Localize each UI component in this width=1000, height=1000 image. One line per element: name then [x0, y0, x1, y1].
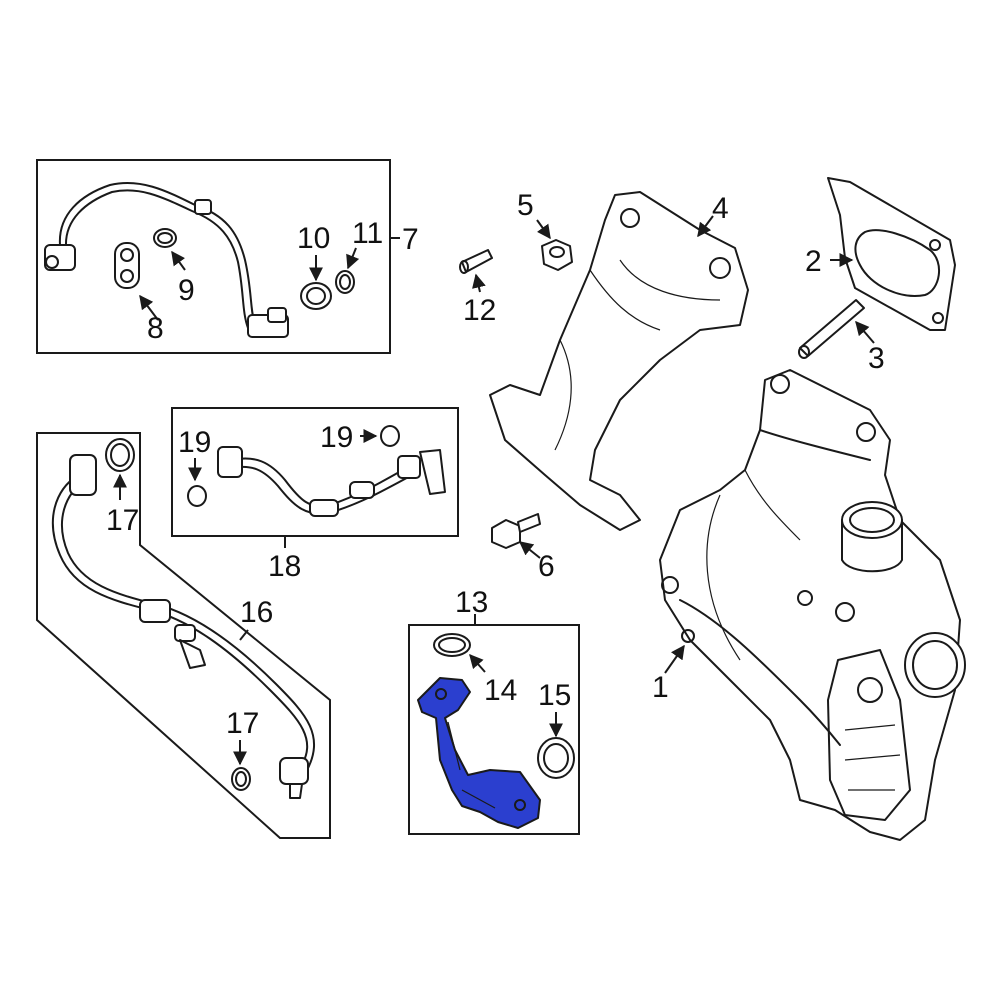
o-ring-17a[interactable]: [105, 438, 135, 472]
group-box-13: [408, 614, 580, 835]
group-box-7: [36, 159, 400, 354]
leader-9: [171, 250, 186, 271]
oil-feed-line[interactable]: [44, 181, 289, 338]
callout-10: 10: [297, 222, 330, 255]
o-ring-19a[interactable]: [187, 485, 207, 507]
o-ring-17b[interactable]: [231, 767, 251, 791]
callout-2: 2: [805, 245, 822, 278]
group-box-18: [171, 407, 459, 548]
callout-8: 8: [147, 312, 164, 345]
coolant-return-line[interactable]: [51, 454, 316, 799]
callout-16: 16: [240, 596, 273, 629]
callout-11: 11: [352, 217, 383, 250]
leader-1: [664, 644, 685, 674]
stud-12[interactable]: [459, 249, 493, 274]
callout-9: 9: [178, 274, 195, 307]
callout-12: 12: [463, 294, 496, 327]
bolt-6[interactable]: [491, 513, 541, 549]
leader-11: [346, 247, 360, 270]
gasket-2[interactable]: [827, 177, 956, 331]
gasket-8[interactable]: [114, 242, 140, 289]
callout-17a: 17: [106, 504, 139, 537]
group-box-16: [36, 432, 331, 839]
o-ring-9[interactable]: [153, 228, 177, 248]
nut-5[interactable]: [541, 239, 573, 271]
leader-4: [697, 215, 714, 238]
callout-4: 4: [712, 192, 729, 225]
leader-3: [855, 320, 875, 344]
callout-19a: 19: [178, 426, 211, 459]
leader-6: [518, 541, 541, 559]
callout-14: 14: [484, 674, 517, 707]
seal-15[interactable]: [537, 737, 575, 779]
pin-3[interactable]: [798, 299, 865, 359]
seal-10[interactable]: [300, 282, 332, 310]
callout-labels: 7 8 9 10 11 19 19 18 17 16 17 13 14 15 5…: [106, 189, 885, 740]
o-ring-14[interactable]: [433, 633, 471, 657]
callout-18: 18: [268, 550, 301, 583]
callout-19b: 19: [320, 421, 353, 454]
o-ring-19b[interactable]: [380, 425, 400, 447]
coolant-line-18[interactable]: [217, 446, 446, 517]
callout-15: 15: [538, 679, 571, 712]
leader-12: [472, 273, 486, 293]
callout-13: 13: [455, 586, 488, 619]
heat-shield-4[interactable]: [489, 191, 749, 531]
leader-5: [536, 219, 551, 240]
callout-5: 5: [517, 189, 534, 222]
leader-14: [469, 653, 486, 673]
callout-7: 7: [402, 223, 419, 256]
callout-3: 3: [868, 342, 885, 375]
callout-6: 6: [538, 550, 555, 583]
callout-1: 1: [652, 671, 669, 704]
leader-8: [139, 294, 159, 321]
oil-return-pipe-13[interactable]: [417, 677, 541, 829]
o-ring-11[interactable]: [335, 270, 355, 294]
callout-17b: 17: [226, 707, 259, 740]
turbocharger-1[interactable]: [659, 369, 966, 841]
